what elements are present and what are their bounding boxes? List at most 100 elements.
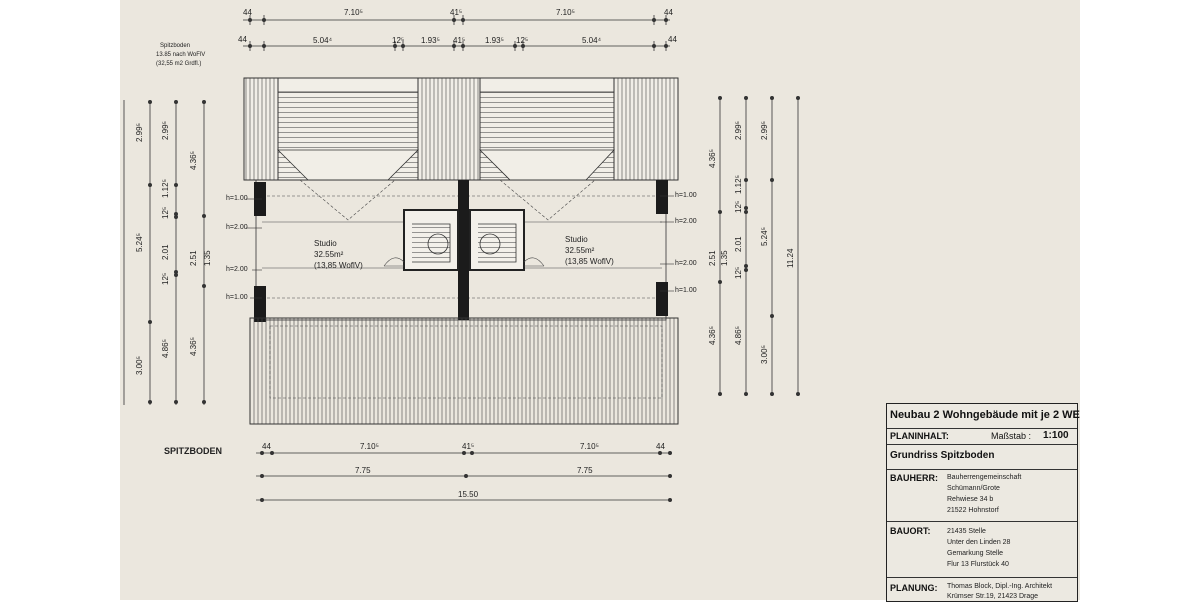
note-line-3: (32,55 m2 Grdfl.) bbox=[156, 61, 202, 67]
dim-top2-seg4: 1.93⁵ bbox=[485, 36, 504, 45]
vdim-right-c1-0: 4.36⁵ bbox=[708, 149, 717, 168]
tb-bauort-row: BAUORT: 21435 Stelle Unter den Linden 28… bbox=[887, 521, 1077, 578]
height-note-leaders bbox=[246, 195, 674, 299]
vdim-left-c2-0: 2.99⁵ bbox=[161, 121, 170, 140]
vdim-right-c4-0: 11.24 bbox=[786, 248, 795, 268]
dim-bottom1-end-right: 44 bbox=[656, 442, 665, 451]
room-label-left: Studio 32.55m² (13,85 WoflV) bbox=[314, 238, 363, 271]
right-vertical-dimensions bbox=[718, 96, 801, 396]
height-note-right-1: h=1.00 bbox=[675, 192, 697, 199]
lower-roof bbox=[249, 317, 679, 425]
vdim-right-c2-4: 12⁵ bbox=[734, 266, 743, 279]
vdim-right-c2-0: 2.99⁵ bbox=[734, 121, 743, 140]
upper-roof bbox=[243, 77, 679, 181]
vdim-left-c2-3: 2.01 bbox=[161, 244, 170, 260]
vdim-left-c1-1: 5.24⁵ bbox=[135, 233, 144, 252]
attic-floor bbox=[254, 179, 668, 322]
dim-bottom1-span-right: 7.10⁵ bbox=[580, 442, 599, 451]
room-name: Studio bbox=[314, 239, 337, 248]
tb-planinhalt-row: PLANINHALT: Maßstab : 1:100 bbox=[887, 428, 1077, 445]
top-dimension-lines bbox=[243, 15, 670, 51]
vdim-right-c2-3: 2.01 bbox=[734, 236, 743, 252]
dim-bottom1-end-left: 44 bbox=[262, 442, 271, 451]
planung-line-2: Krümser Str.19, 21423 Drage bbox=[947, 593, 1039, 600]
tb-planung-row: PLANUNG: Thomas Block, Dipl.-Ing. Archit… bbox=[887, 577, 1077, 601]
height-note-right-4: h=1.00 bbox=[675, 287, 697, 294]
bauherr-line-4: 21522 Hohnstorf bbox=[947, 507, 999, 514]
vdim-left-c3-3: 4.36⁵ bbox=[189, 337, 198, 356]
bauherr-line-1: Bauherrengemeinschaft bbox=[947, 474, 1022, 481]
vdim-left-c2-5: 4.86⁵ bbox=[161, 339, 170, 358]
dim-top2-seg6: 5.04⁴ bbox=[582, 36, 602, 45]
vdim-left-c3-1: 2.51 bbox=[189, 250, 198, 266]
dim-top2-seg2: 12⁵ bbox=[392, 36, 405, 45]
dim-top2-mid: 41⁵ bbox=[453, 36, 466, 45]
vdim-left-c3-2: 1.35 bbox=[203, 250, 212, 266]
note-line-1: Spitzboden bbox=[160, 43, 191, 49]
room-wofl: (13,85 WoflV) bbox=[565, 257, 614, 266]
dim-bottom2-right: 7.75 bbox=[577, 466, 593, 475]
note-line-2: 13.85 nach WoFlV bbox=[156, 52, 206, 58]
vdim-right-c3-1: 5.24⁵ bbox=[760, 227, 769, 246]
height-note-left-4: h=1.00 bbox=[226, 294, 248, 301]
vdim-right-c2-5: 4.86⁵ bbox=[734, 326, 743, 345]
room-name: Studio bbox=[565, 235, 588, 244]
vdim-left-c1-2: 3.00⁵ bbox=[135, 356, 144, 375]
planinhalt-label: PLANINHALT: bbox=[890, 431, 949, 441]
room-wofl: (13,85 WoflV) bbox=[314, 261, 363, 270]
dim-top1-span-right: 7.10⁵ bbox=[556, 8, 575, 17]
bauort-line-4: Flur 13 Flurstück 40 bbox=[947, 561, 1009, 568]
vdim-right-c1-3: 4.36⁵ bbox=[708, 326, 717, 345]
tb-bauherr-row: BAUHERR: Bauherrengemeinschaft Schümann/… bbox=[887, 469, 1077, 522]
dim-bottom2-left: 7.75 bbox=[355, 466, 371, 475]
bauort-label: BAUORT: bbox=[890, 526, 931, 536]
height-note-left-3: h=2.00 bbox=[226, 266, 248, 273]
vdim-right-c2-1: 1.12⁵ bbox=[734, 175, 743, 194]
scale-value: 1:100 bbox=[1043, 430, 1069, 441]
dim-top1-end-right: 44 bbox=[664, 8, 673, 17]
height-note-left-2: h=2.00 bbox=[226, 224, 248, 231]
vdim-left-c2-2: 12⁵ bbox=[161, 206, 170, 219]
dim-top2-seg5: 12⁵ bbox=[516, 36, 529, 45]
vdim-right-c1-1: 2.51 bbox=[708, 250, 717, 266]
plan-name: Grundriss Spitzboden bbox=[890, 450, 995, 461]
bottom-dimension-lines bbox=[256, 450, 673, 502]
vdim-left-c2-1: 1.12⁵ bbox=[161, 179, 170, 198]
vdim-left-c1-0: 2.99⁵ bbox=[135, 123, 144, 142]
height-note-left-1: h=1.00 bbox=[226, 195, 248, 202]
dim-bottom1-span-left: 7.10⁵ bbox=[360, 442, 379, 451]
vdim-right-c1-2: 1.35 bbox=[720, 250, 729, 266]
room-label-right: Studio 32.55m² (13,85 WoflV) bbox=[565, 234, 614, 267]
vdim-left-c3-0: 4.36⁵ bbox=[189, 151, 198, 170]
dim-top2-seg1: 5.04⁴ bbox=[313, 36, 333, 45]
scale-label: Maßstab : bbox=[991, 431, 1032, 441]
planung-line-1: Thomas Block, Dipl.-Ing. Architekt bbox=[947, 583, 1053, 590]
height-note-right-3: h=2.00 bbox=[675, 260, 697, 267]
tb-planname-row: Grundriss Spitzboden bbox=[887, 444, 1077, 470]
bauherr-line-3: Rehwiese 34 b bbox=[947, 496, 994, 503]
dim-top2-end-right: 44 bbox=[668, 35, 677, 44]
vdim-left-c2-4: 12⁵ bbox=[161, 272, 170, 285]
height-note-right-2: h=2.00 bbox=[675, 218, 697, 225]
vdim-right-c2-2: 12⁵ bbox=[734, 200, 743, 213]
vdim-right-c3-0: 2.99⁵ bbox=[760, 121, 769, 140]
room-area: 32.55m² bbox=[565, 246, 595, 255]
project-title: Neubau 2 Wohngebäude mit je 2 WE bbox=[890, 409, 1080, 421]
dim-top1-span-left: 7.10⁵ bbox=[344, 8, 363, 17]
bauort-line-1: 21435 Stelle bbox=[947, 528, 986, 535]
bauort-line-2: Unter den Linden 28 bbox=[947, 539, 1011, 546]
room-area: 32.55m² bbox=[314, 250, 344, 259]
dim-bottom1-mid: 41⁵ bbox=[462, 442, 475, 451]
planung-label: PLANUNG: bbox=[890, 583, 938, 593]
dim-bottom3-total: 15.50 bbox=[458, 490, 479, 499]
left-vertical-dimensions bbox=[123, 100, 206, 405]
dim-top2-end-left: 44 bbox=[238, 35, 247, 44]
dim-top1-end-left: 44 bbox=[243, 8, 252, 17]
staircase bbox=[383, 209, 545, 271]
vdim-right-c3-2: 3.00⁵ bbox=[760, 345, 769, 364]
bauherr-label: BAUHERR: bbox=[890, 473, 938, 483]
tb-project-row: Neubau 2 Wohngebäude mit je 2 WE bbox=[887, 404, 1080, 429]
dim-top1-mid: 41⁵ bbox=[450, 8, 463, 17]
dim-top2-seg3: 1.93⁵ bbox=[421, 36, 440, 45]
